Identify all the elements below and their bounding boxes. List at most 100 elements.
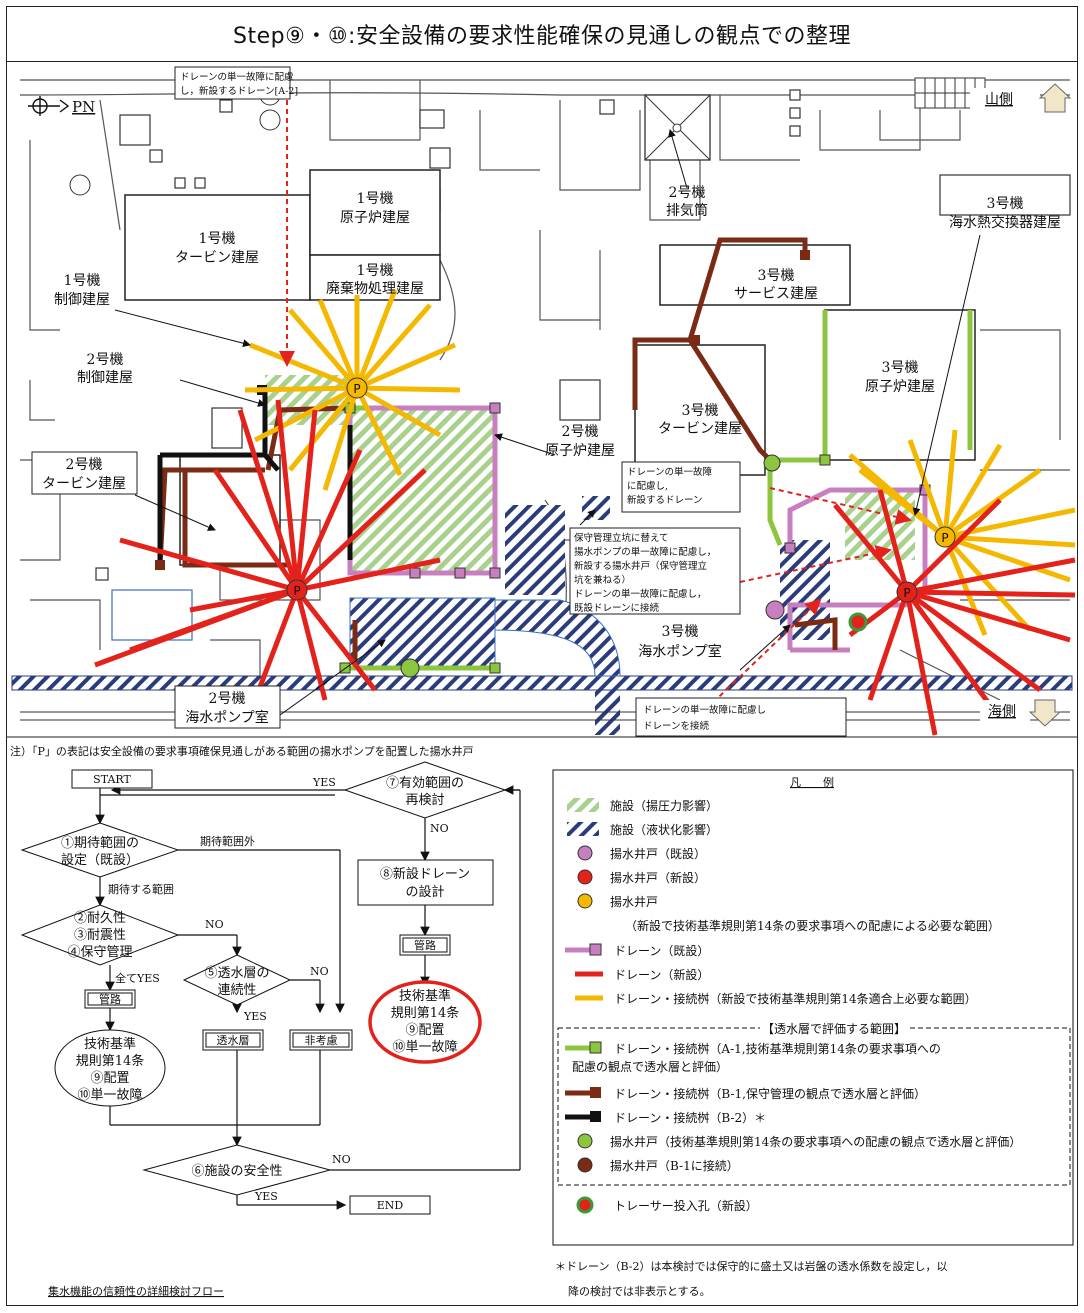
well-existing [765, 600, 785, 620]
callout-drain-new: ドレーンの単一故障 に配慮し, 新設するドレーン [621, 461, 741, 513]
svg-text:非考慮: 非考慮 [305, 1033, 338, 1047]
legend-item-drain-new: ドレーン（新設） [575, 967, 709, 982]
mountain-side-label: 山側 [985, 92, 1013, 108]
tracer-hole [848, 612, 868, 632]
building-labels: 1号機 タービン建屋 1号機 原子炉建屋 1号機 廃棄物処理建屋 1号機 制御建… [54, 185, 1061, 660]
flow-nonconsider: 非考慮 [289, 1029, 353, 1051]
legend-item-drain-a1: ドレーン・接続桝（A-1,技術基準規則第14条の要求事項への [565, 1041, 941, 1056]
flow-d2-no-label: NO [205, 918, 224, 931]
legend-item-well-required-note: （新設で技術基準規則第14条の要求事項への配慮による必要な範囲） [625, 918, 1000, 933]
legend-item-drain-existing: ドレーン（既設） [565, 943, 709, 958]
flow-standard-1: 技術基準 規則第14条 ⑨配置 ⑩単一故障 [54, 1029, 166, 1107]
svg-text:⑩単一故障: ⑩単一故障 [392, 1039, 457, 1055]
svg-text:ドレーン・接続桝（A-1,技術基準規則第14条の要求事項への: ドレーン・接続桝（A-1,技術基準規則第14条の要求事項への [614, 1041, 941, 1056]
flow-end: END [349, 1195, 431, 1215]
label-u3-reactor-2: 原子炉建屋 [865, 379, 935, 395]
pump-marker-u3-red: P [896, 581, 918, 603]
svg-text:新設するドレーン: 新設するドレーン [627, 494, 703, 506]
label-u3-seawater-1: 3号機 [662, 624, 699, 640]
legend-subtitle: 【透水層で評価する範囲】 [762, 1021, 906, 1036]
pump-marker-u2-orange: P [346, 377, 368, 399]
svg-text:ドレーン・接続桝（B-2）＊: ドレーン・接続桝（B-2）＊ [614, 1110, 766, 1125]
label-u1-reactor-2: 原子炉建屋 [340, 210, 410, 226]
label-u2-control-2: 制御建屋 [77, 370, 133, 386]
site-map: P P P P [7, 63, 1077, 737]
svg-text:ドレーンの単一故障に配慮: ドレーンの単一故障に配慮 [180, 71, 294, 83]
map-note: 注）「P」の表記は安全設備の要求事項確保見通しがある範囲の揚水ポンプを配置した揚… [10, 744, 474, 758]
well-a1-1 [763, 454, 781, 472]
label-u1-waste-2: 廃棄物処理建屋 [326, 280, 424, 297]
page-title: Step⑨・⑩:安全設備の要求性能確保の見通しの観点での整理 [233, 23, 851, 49]
legend-item-drain-b1: ドレーン・接続桝（B-1,保守管理の観点で透水層と評価） [565, 1086, 926, 1101]
svg-text:ドレーンの単一故障に配慮し，: ドレーンの単一故障に配慮し， [574, 588, 707, 600]
callout-drain-connect: ドレーンの単一故障に配慮し ドレーンを接続 [635, 697, 847, 737]
label-u2-turbine-2: タービン建屋 [42, 476, 126, 492]
stack-structure [644, 94, 711, 161]
svg-text:⑤透水層の: ⑤透水層の [204, 966, 269, 981]
legend-item-tracer: トレーサー投入孔（新設） [576, 1196, 758, 1214]
svg-text:トレーサー投入孔（新設）: トレーサー投入孔（新設） [614, 1198, 758, 1213]
label-u1-control-2: 制御建屋 [54, 292, 110, 308]
svg-text:管路: 管路 [414, 938, 436, 952]
svg-text:④保守管理: ④保守管理 [67, 945, 132, 960]
label-u2-stack-1: 2号機 [669, 185, 706, 201]
svg-text:ドレーンの単一故障: ドレーンの単一故障 [627, 466, 713, 478]
legend-item-liquefaction: 施設（液状化影響） [567, 822, 718, 837]
svg-text:再検討: 再検討 [405, 792, 444, 808]
leader-lines [114, 129, 981, 716]
label-u1-turbine-1: 1号機 [199, 231, 236, 247]
svg-text:管路: 管路 [99, 992, 121, 1006]
svg-text:の設計: の設計 [405, 884, 444, 900]
svg-text:揚水井戸: 揚水井戸 [610, 895, 658, 909]
page-frame [6, 6, 1078, 1306]
svg-text:⑨配置: ⑨配置 [90, 1071, 129, 1086]
label-u2-control-1: 2号機 [87, 352, 124, 368]
flow-d7-yes-label: YES [312, 776, 336, 789]
legend-item-well-required: 揚水井戸 [577, 893, 658, 909]
label-u3-seawater-2: 海水ポンプ室 [638, 643, 722, 660]
legend: 凡 例 施設（揚圧力影響） 施設（液状化影響） 揚水井戸（既設） 揚水井戸（新設… [552, 769, 1074, 1246]
flow-d6-no-label: NO [332, 1153, 351, 1166]
svg-text:揚水井戸（技術基準規則第14条の要求事項への配慮の観点で透水: 揚水井戸（技術基準規則第14条の要求事項への配慮の観点で透水層と評価） [610, 1134, 1021, 1149]
svg-text:⑦有効範囲の: ⑦有効範囲の [386, 776, 464, 791]
legend-footnote-2: 降の検討では非表示とする。 [568, 1284, 711, 1298]
flow-d1-out-label: 期待範囲外 [200, 834, 255, 848]
svg-text:に配慮し,: に配慮し, [627, 480, 668, 492]
svg-text:保守管理立坑に替えて: 保守管理立坑に替えて [574, 532, 669, 544]
svg-text:既設ドレーンに接続: 既設ドレーンに接続 [574, 602, 660, 614]
boxed-labels: 2号機 タービン建屋 2号機 海水ポンプ室 [31, 451, 281, 729]
legend-item-drain-b2: ドレーン・接続桝（B-2）＊ [565, 1110, 766, 1125]
svg-text:新設する揚水井戸（保守管理立: 新設する揚水井戸（保守管理立 [574, 560, 707, 572]
svg-text:END: END [377, 1199, 404, 1212]
svg-text:設定（既設）: 設定（既設） [61, 852, 139, 868]
label-u3-turbine-1: 3号機 [682, 403, 719, 419]
label-u2-turbine-1: 2号機 [66, 457, 103, 473]
svg-text:②耐久性: ②耐久性 [74, 911, 126, 926]
svg-text:し，新設するドレーン[A-2]: し，新設するドレーン[A-2] [180, 85, 298, 97]
flow-d7-no-label: NO [430, 822, 449, 835]
label-u1-turbine-2: タービン建屋 [175, 250, 259, 266]
svg-text:ドレーン・接続桝（B-1,保守管理の観点で透水層と評価）: ドレーン・接続桝（B-1,保守管理の観点で透水層と評価） [614, 1086, 926, 1101]
svg-text:ドレーン（新設）: ドレーン（新設） [614, 967, 709, 982]
north-label: PN [72, 98, 95, 116]
flow-d2-yes-label: 全てYES [115, 971, 160, 985]
pump-range-orange-1 [244, 289, 461, 491]
flow-standard-2: 技術基準 規則第14条 ⑨配置 ⑩単一故障 [368, 980, 482, 1064]
label-u3-service-1: 3号機 [758, 268, 795, 284]
flow-decision-7: ⑦有効範囲の 再検討 [343, 761, 507, 819]
flow-pipe-1: 管路 [84, 989, 136, 1009]
pump-range-orange-2 [848, 429, 1076, 636]
svg-text:透水層: 透水層 [217, 1034, 250, 1047]
flow-start: START [71, 769, 153, 789]
flow-pipe-2: 管路 [399, 934, 451, 956]
flow-decision-2: ②耐久性 ③耐震性 ④保守管理 [20, 904, 180, 966]
label-u1-waste-1: 1号機 [357, 263, 394, 279]
svg-text:⑧新設ドレーン: ⑧新設ドレーン [380, 866, 470, 882]
svg-text:⑨配置: ⑨配置 [405, 1023, 444, 1038]
svg-text:揚水井戸（B-1に接続）: 揚水井戸（B-1に接続） [610, 1158, 739, 1173]
new-drain-arrows [279, 100, 912, 716]
flow-decision-6: ⑥施設の安全性 [142, 1144, 332, 1196]
svg-text:揚水井戸（新設）: 揚水井戸（新設） [610, 870, 706, 885]
main-buildings [124, 169, 976, 566]
